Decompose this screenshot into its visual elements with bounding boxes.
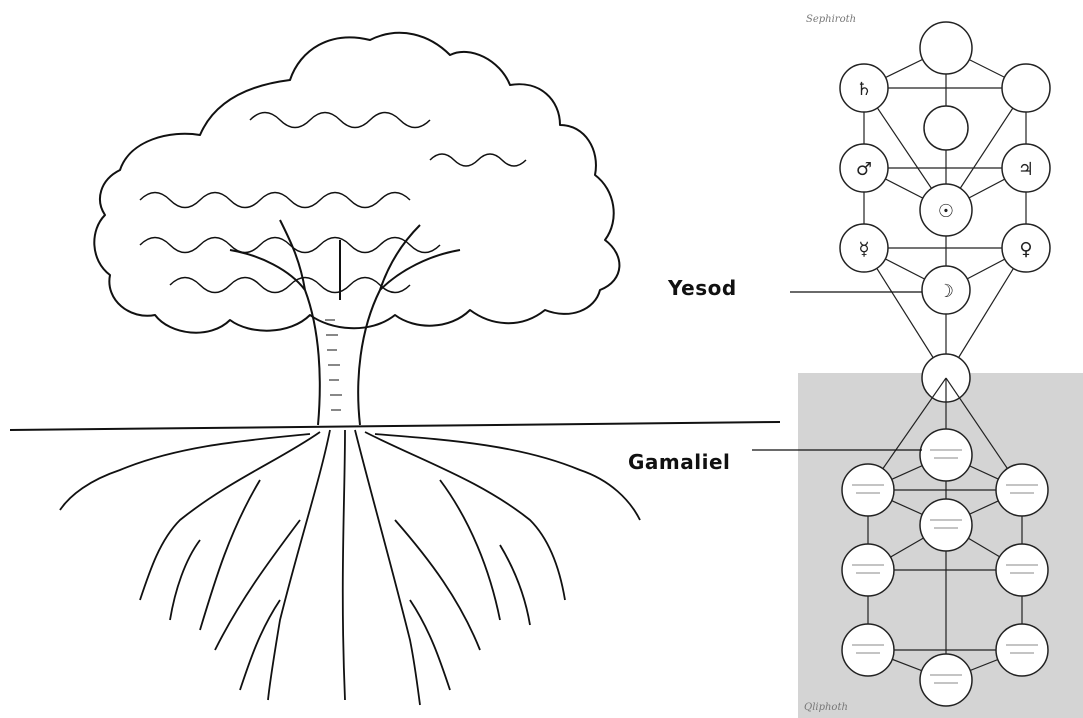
saturn-symbol: ♄	[856, 79, 872, 100]
ground-line	[10, 422, 780, 430]
tree-drawing	[10, 33, 780, 705]
tree-trunk-texture	[325, 320, 342, 410]
qlipha-center	[920, 499, 972, 551]
mars-symbol: ♂	[856, 159, 872, 180]
qlipha-right-1	[996, 464, 1048, 516]
tree-roots	[60, 430, 640, 705]
qlipha-right-2	[996, 544, 1048, 596]
sun-symbol: ☉	[938, 201, 954, 222]
qlipha-bottom	[920, 654, 972, 706]
venus-symbol: ♀	[1019, 239, 1032, 260]
qlipha-left-2	[842, 544, 894, 596]
yesod-label: Yesod	[668, 276, 737, 300]
tree-canopy	[94, 33, 619, 333]
diagram-heading-lower: Qliphoth	[804, 702, 848, 713]
qlipha-left-3	[842, 624, 894, 676]
sephira-chokmah	[1002, 64, 1050, 112]
moon-symbol: ☽	[938, 281, 954, 302]
qlipha-left-1	[842, 464, 894, 516]
jupiter-symbol: ♃	[1018, 159, 1034, 180]
tree-trunk	[230, 220, 460, 425]
qlipha-right-3	[996, 624, 1048, 676]
gamaliel-label: Gamaliel	[628, 450, 730, 474]
mercury-symbol: ☿	[858, 239, 869, 260]
qlipha-gamaliel	[920, 429, 972, 481]
tree-canopy-detail	[140, 113, 526, 293]
tree-of-life-diagram: ♄ ♃ ♂ ☉ ♀ ☿ ☽	[798, 22, 1083, 718]
diagram-heading-upper: Sephiroth	[806, 14, 856, 25]
sephira-kether	[920, 22, 972, 74]
sephira-daath	[924, 106, 968, 150]
